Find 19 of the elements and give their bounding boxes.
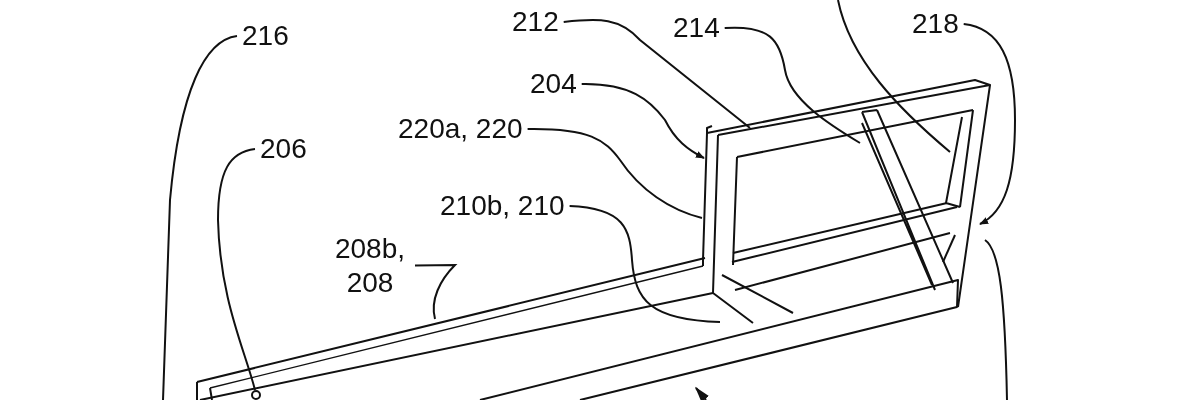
leader-line — [723, 26, 861, 144]
leader-line — [562, 19, 751, 129]
leader-line — [162, 35, 238, 400]
leader-line — [217, 148, 256, 391]
leader-line — [414, 264, 456, 320]
leader-line — [568, 205, 721, 323]
callout-number: 220a, 220 — [398, 115, 523, 143]
leader-arrow — [580, 83, 705, 159]
callout-number: 210b, 210 — [440, 192, 565, 220]
callout-number: 214 — [673, 14, 720, 42]
callout-number: 212 — [512, 8, 559, 36]
hole — [251, 390, 261, 400]
callout-number: 216 — [242, 22, 289, 50]
leader-line — [526, 128, 703, 219]
callout-number: 204 — [530, 70, 577, 98]
leader-arrow — [962, 23, 1016, 225]
callout-number: 218 — [912, 10, 959, 38]
callout-number: 206 — [260, 135, 307, 163]
callout-number: 208b, 208 — [330, 232, 410, 300]
